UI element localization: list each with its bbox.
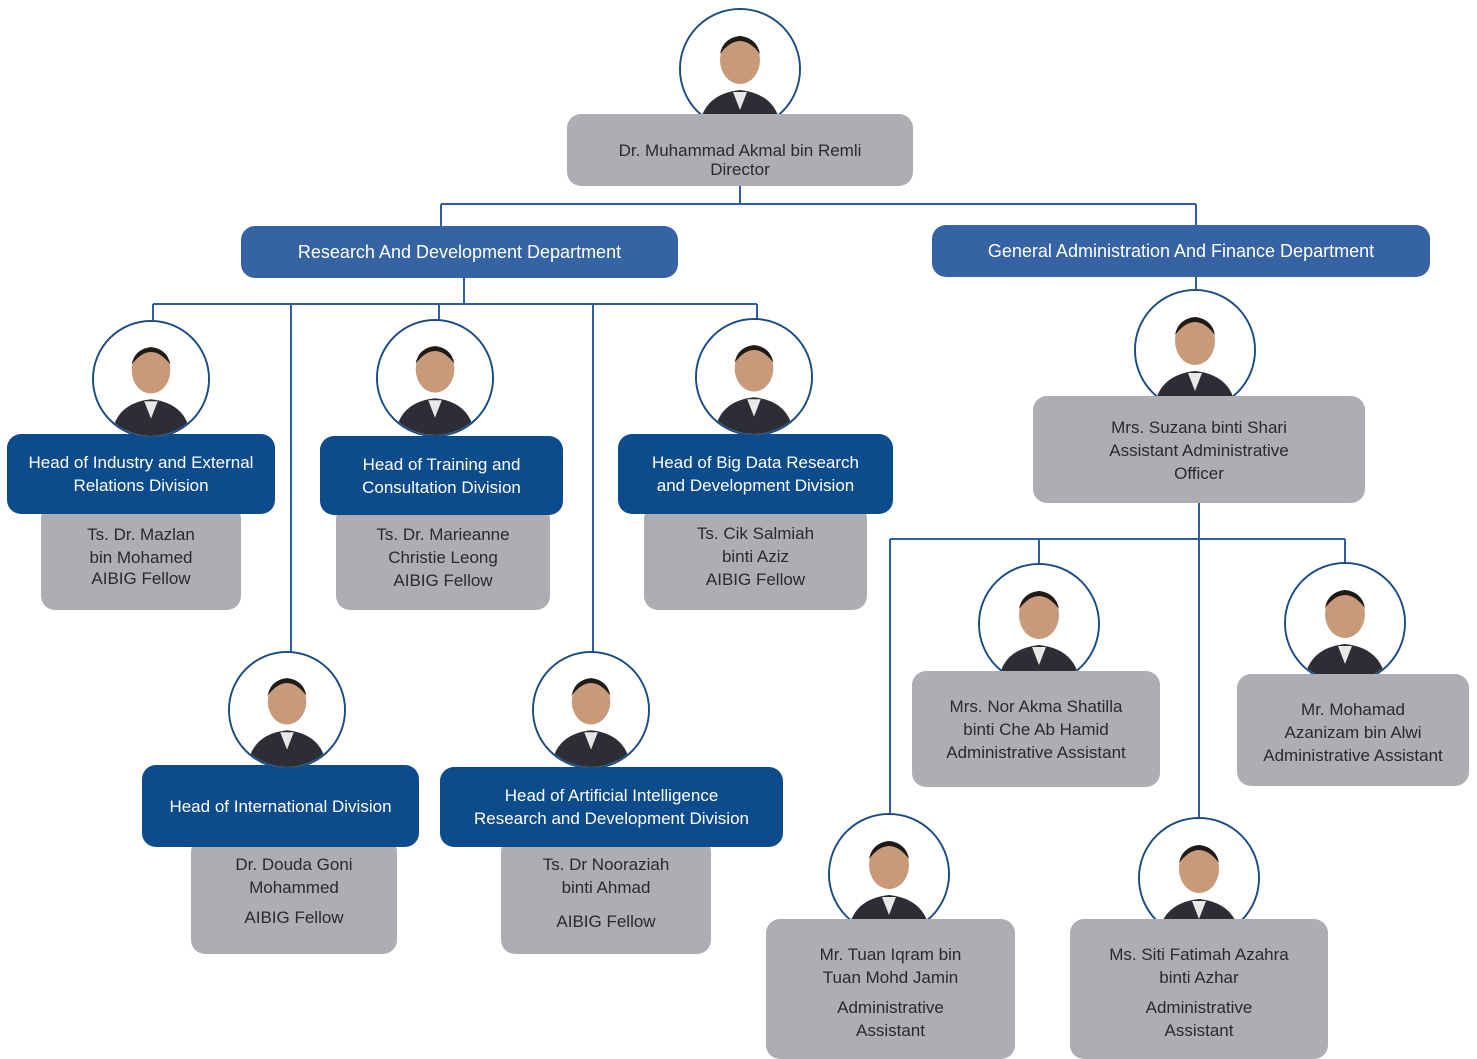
admin-staff-1-name-l2: binti Che Ab Hamid (963, 720, 1109, 739)
rnd-head-1-division-l2: Relations Division (73, 476, 209, 495)
admin-staff-4-name-l2: binti Azhar (1159, 968, 1239, 987)
rnd-head-5-name-l1: Ts. Dr Nooraziah (542, 855, 670, 874)
admin-staff-4-role-l2: Assistant (1164, 1021, 1234, 1040)
rnd-head-4-role: AIBIG Fellow (244, 908, 344, 927)
person-photo-icon (94, 322, 208, 436)
admin-officer-card: Mrs. Suzana binti Shari Assistant Admini… (1033, 396, 1365, 503)
admin-officer-photo (1134, 289, 1256, 411)
rnd-head-1-name-card: Ts. Dr. Mazlan bin Mohamed AIBIG Fellow (41, 505, 241, 610)
rnd-head-4-name-l1: Dr. Douda Goni (235, 855, 353, 874)
rnd-head-5-role: AIBIG Fellow (556, 912, 656, 931)
rnd-head-3-division-box: Head of Big Data Research and Developmen… (618, 434, 893, 514)
rnd-head-4-name-l2: Mohammed (249, 878, 339, 897)
rnd-head-5-photo (532, 651, 650, 769)
rnd-head-5-name-l2: binti Ahmad (561, 878, 651, 897)
director-name: Dr. Muhammad Akmal bin Remli (618, 141, 862, 160)
admin-staff-2-photo (1284, 562, 1406, 684)
rnd-head-1-name-l2: bin Mohamed (89, 548, 193, 567)
rnd-head-2-name-l2: Christie Leong (388, 548, 498, 567)
rnd-head-1-name-l1: Ts. Dr. Mazlan (87, 525, 195, 544)
rnd-head-4-division-l1: Head of International Division (169, 796, 392, 816)
director-photo (679, 8, 801, 130)
director-card: Dr. Muhammad Akmal bin Remli Director (567, 114, 913, 186)
person-photo-icon (230, 653, 344, 767)
rnd-head-1-division-l1: Head of Industry and External (28, 453, 254, 472)
admin-staff-4-name-l1: Ms. Siti Fatimah Azahra (1109, 945, 1289, 964)
admin-staff-2-name-l1: Mr. Mohamad (1301, 700, 1405, 719)
rnd-head-2-division-l1: Head of Training and (362, 454, 521, 474)
person-photo-icon (1286, 564, 1404, 682)
rnd-head-2-name-l1: Ts. Dr. Marieanne (376, 525, 510, 544)
rnd-department-label: Research And Development Department (297, 241, 622, 262)
rnd-head-3-division-l2: and Development Division (656, 476, 855, 495)
person-photo-icon (681, 10, 799, 128)
admin-staff-3-name-l1: Mr. Tuan Iqram bin (819, 945, 962, 964)
rnd-head-1-photo (92, 320, 210, 438)
rnd-head-3-name-l2: binti Aziz (721, 547, 790, 566)
admin-department-label: General Administration And Finance Depar… (987, 240, 1375, 261)
rnd-head-2-photo (376, 319, 494, 437)
rnd-head-5-division-box: Head of Artificial Intelligence Research… (440, 767, 783, 847)
admin-staff-3-name-l2: Tuan Mohd Jamin (822, 968, 959, 987)
person-photo-icon (378, 321, 492, 435)
admin-staff-3-photo (828, 813, 950, 935)
rnd-head-2-division-l2: Consultation Division (362, 477, 521, 497)
admin-department-box: General Administration And Finance Depar… (932, 225, 1430, 277)
admin-officer-name: Mrs. Suzana binti Shari (1111, 418, 1287, 437)
admin-staff-3-card: Mr. Tuan Iqram bin Tuan Mohd Jamin Admin… (766, 919, 1015, 1059)
admin-staff-2-name-l2: Azanizam bin Alwi (1284, 723, 1422, 742)
person-photo-icon (830, 815, 948, 933)
person-photo-icon (697, 320, 811, 434)
admin-officer-title-l2: Officer (1174, 464, 1224, 483)
rnd-head-3-photo (695, 318, 813, 436)
rnd-head-3-name-card: Ts. Cik Salmiah binti Aziz AIBIG Fellow (644, 505, 867, 610)
person-photo-icon (980, 565, 1098, 683)
rnd-department-box: Research And Development Department (241, 226, 678, 278)
rnd-head-5-division-l1: Head of Artificial Intelligence (504, 786, 719, 805)
admin-staff-3-role-l1: Administrative (837, 998, 944, 1017)
person-photo-icon (534, 653, 648, 767)
admin-staff-1-role: Administrative Assistant (946, 743, 1126, 762)
rnd-head-4-division-box: Head of International Division (142, 765, 419, 847)
rnd-head-2-division-box: Head of Training and Consultation Divisi… (320, 436, 563, 515)
admin-staff-4-role-l1: Administrative (1145, 998, 1253, 1017)
admin-staff-1-photo (978, 563, 1100, 685)
rnd-head-3-name-l1: Ts. Cik Salmiah (696, 524, 815, 543)
rnd-head-1-role: AIBIG Fellow (91, 569, 191, 588)
admin-officer-title-l1: Assistant Administrative (1109, 441, 1289, 460)
director-title: Director (710, 160, 770, 179)
admin-staff-1-card: Mrs. Nor Akma Shatilla binti Che Ab Hami… (912, 671, 1160, 787)
admin-staff-4-card: Ms. Siti Fatimah Azahra binti Azhar Admi… (1070, 919, 1328, 1059)
rnd-head-4-name-card: Dr. Douda Goni Mohammed AIBIG Fellow (191, 838, 397, 954)
rnd-head-3-role: AIBIG Fellow (705, 570, 806, 589)
rnd-head-5-division-l2: Research and Development Division (474, 809, 749, 828)
admin-staff-3-role-l2: Assistant (856, 1021, 925, 1040)
rnd-head-1-division-box: Head of Industry and External Relations … (7, 434, 275, 514)
admin-staff-2-role: Administrative Assistant (1263, 746, 1443, 765)
admin-staff-2-card: Mr. Mohamad Azanizam bin Alwi Administra… (1237, 674, 1469, 786)
admin-staff-1-name-l1: Mrs. Nor Akma Shatilla (949, 697, 1123, 716)
rnd-head-2-name-card: Ts. Dr. Marieanne Christie Leong AIBIG F… (336, 505, 550, 610)
rnd-head-4-photo (228, 651, 346, 769)
rnd-head-5-name-card: Ts. Dr Nooraziah binti Ahmad AIBIG Fello… (501, 838, 711, 954)
rnd-head-3-division-l1: Head of Big Data Research (652, 453, 859, 472)
rnd-head-2-role: AIBIG Fellow (393, 571, 493, 590)
person-photo-icon (1136, 291, 1254, 409)
